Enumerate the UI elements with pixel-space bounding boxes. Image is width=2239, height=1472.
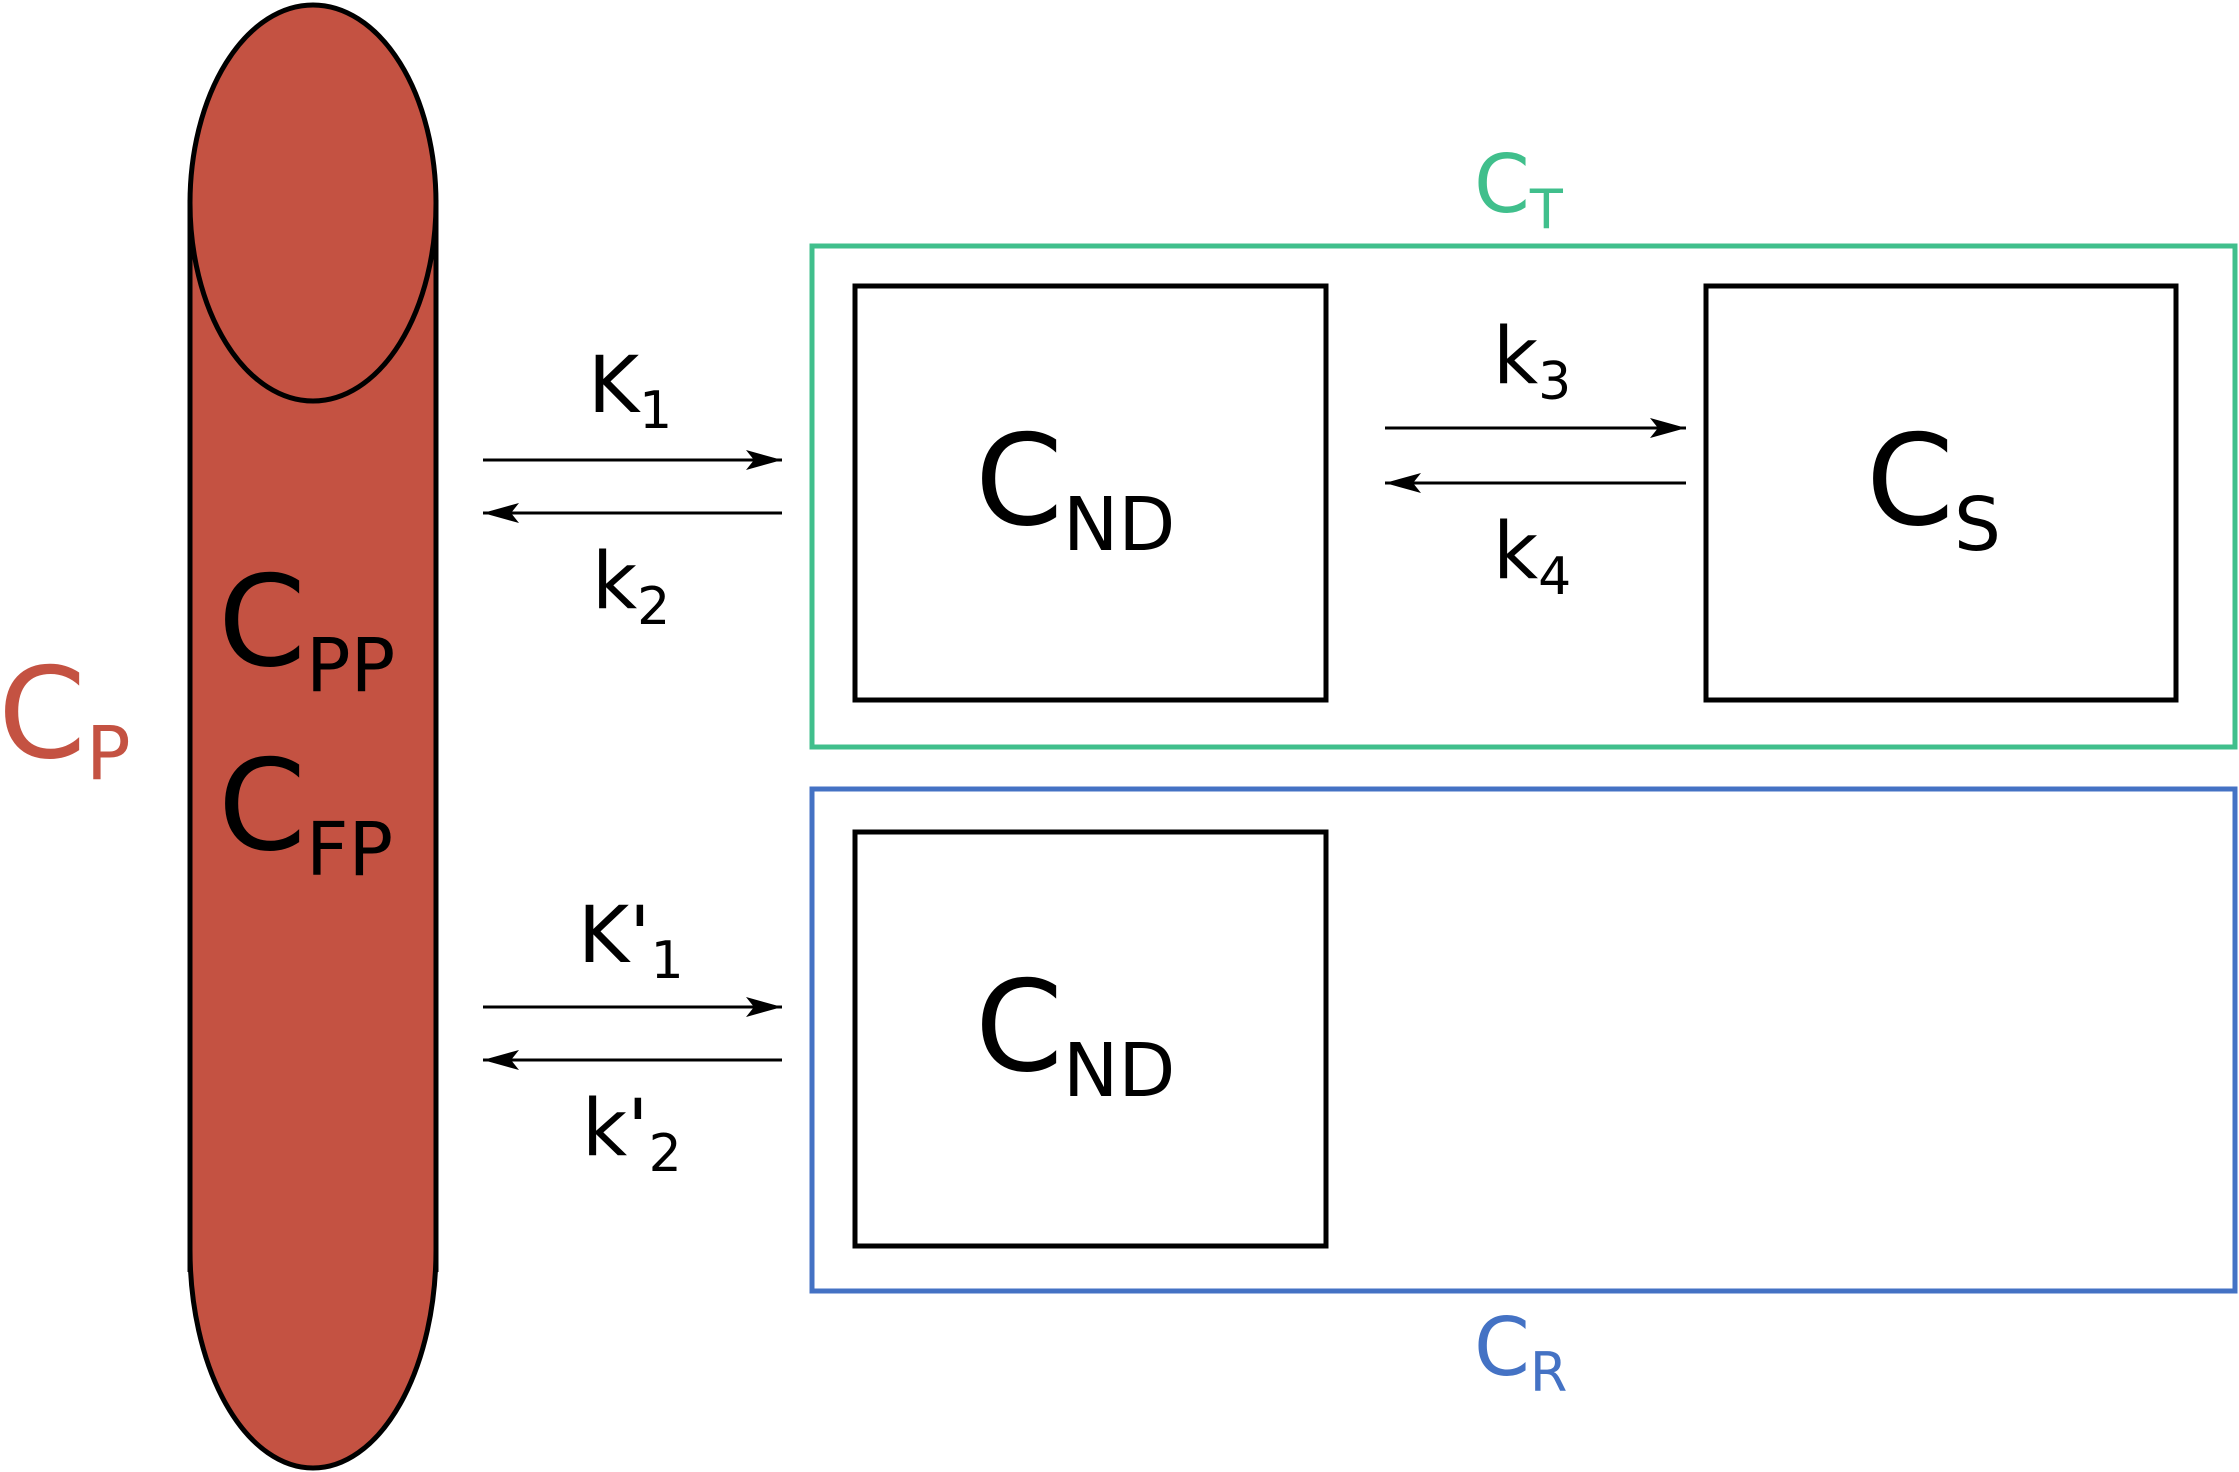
- label-cp-sub: P: [86, 711, 131, 797]
- label-ct-main: C: [1474, 138, 1530, 231]
- label-cnd-reference-main: C: [975, 953, 1063, 1100]
- label-cp: CP: [0, 640, 131, 797]
- label-K1-prime-main: K': [578, 891, 651, 981]
- label-cs-sub: S: [1954, 482, 2001, 568]
- label-K1-prime: K'1: [578, 891, 684, 991]
- label-cfp-sub: FP: [306, 807, 393, 893]
- label-k2: k2: [592, 537, 670, 637]
- label-cpp-sub: PP: [306, 623, 395, 709]
- label-cs-main: C: [1866, 407, 1954, 554]
- label-k2-prime: k'2: [582, 1084, 682, 1184]
- label-K1: K1: [588, 341, 672, 441]
- reference-region-box: [809, 786, 2238, 1294]
- target-region-box: [809, 243, 2238, 750]
- label-K1-sub: 1: [639, 381, 672, 441]
- label-K1-main: K: [588, 341, 641, 431]
- label-cr-sub: R: [1530, 1341, 1568, 1404]
- reference-nondisplaceable-box: [852, 829, 1329, 1249]
- label-k3-sub: 3: [1538, 352, 1571, 412]
- label-cr: CR: [1474, 1301, 1567, 1404]
- label-cr-main: C: [1474, 1301, 1530, 1394]
- label-cp-main: C: [0, 640, 86, 787]
- label-cfp-main: C: [218, 732, 306, 879]
- label-k2-prime-sub: 2: [649, 1124, 682, 1184]
- label-cfp: CFP: [218, 732, 393, 893]
- label-k4: k4: [1493, 507, 1571, 607]
- label-k4-sub: 4: [1538, 547, 1571, 607]
- label-K1-prime-sub: 1: [651, 931, 684, 991]
- vessel-top-cap: [187, 2, 439, 404]
- label-cs: CS: [1866, 407, 2001, 568]
- label-cnd-target-main: C: [975, 407, 1063, 554]
- label-cnd-target: CND: [975, 407, 1175, 568]
- label-k3: k3: [1493, 312, 1571, 412]
- label-cpp: CPP: [218, 548, 395, 709]
- label-k2-sub: 2: [637, 577, 670, 637]
- label-cpp-main: C: [218, 548, 306, 695]
- specific-binding-box: [1703, 283, 2179, 703]
- label-k2-main: k: [592, 537, 637, 627]
- label-cnd-target-sub: ND: [1063, 482, 1175, 568]
- label-k2-prime-main: k': [582, 1084, 649, 1174]
- plasma-vessel: [187, 2, 439, 1471]
- label-k4-main: k: [1493, 507, 1538, 597]
- label-ct: CT: [1474, 138, 1564, 241]
- vessel-bottom-cap: [190, 1250, 436, 1468]
- vessel-bottom-outline: [187, 1249, 439, 1471]
- label-cnd-reference-sub: ND: [1063, 1028, 1175, 1114]
- label-cnd-reference: CND: [975, 953, 1175, 1114]
- target-nondisplaceable-box: [852, 283, 1329, 703]
- label-ct-sub: T: [1529, 178, 1564, 241]
- label-k3-main: k: [1493, 312, 1538, 402]
